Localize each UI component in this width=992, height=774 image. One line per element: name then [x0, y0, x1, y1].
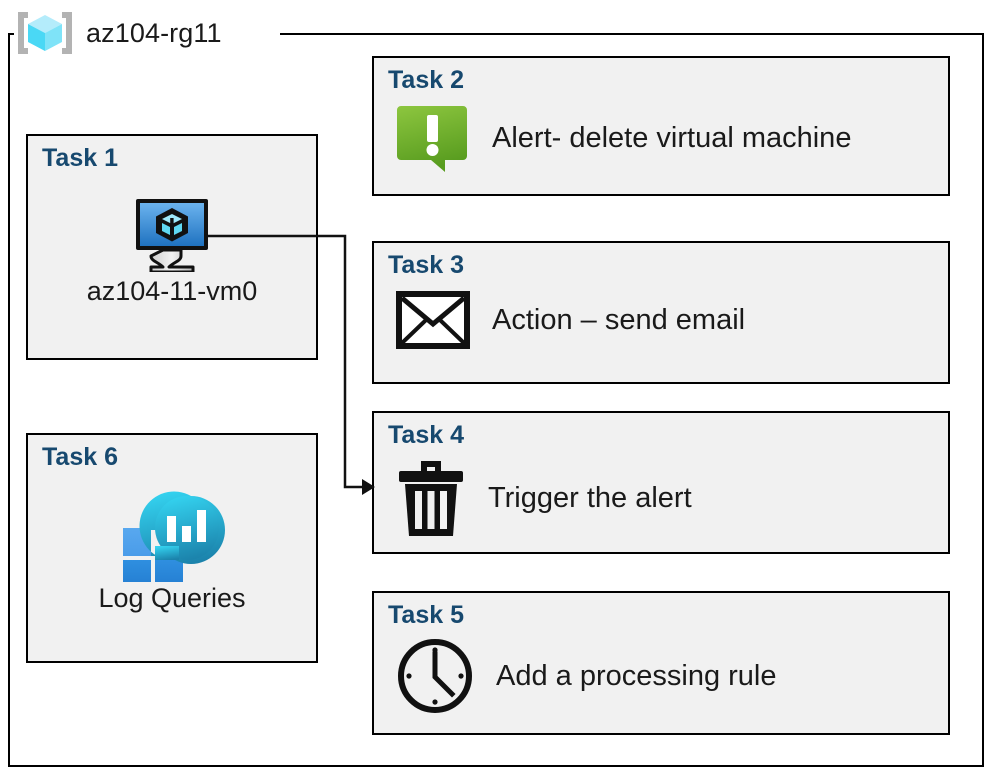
task2-label: Alert- delete virtual machine [492, 121, 852, 154]
resource-group-container [8, 33, 984, 767]
clock-icon [396, 637, 474, 715]
task1-label: az104-11-vm0 [86, 276, 258, 306]
task4-row: Trigger the alert [396, 457, 936, 539]
task6-card[interactable]: Task 6 [26, 433, 318, 663]
task6-icon-wrap [28, 490, 316, 582]
task5-title: Task 5 [388, 601, 464, 629]
task5-row: Add a processing rule [396, 637, 936, 715]
task5-card[interactable]: Task 5 Add a processing rule [372, 591, 950, 735]
alert-exclamation-icon [396, 102, 470, 174]
task2-row: Alert- delete virtual machine [396, 102, 936, 174]
task2-title: Task 2 [388, 66, 464, 94]
resource-group-cube-icon [14, 9, 76, 57]
task4-title: Task 4 [388, 421, 464, 449]
task2-card[interactable]: Task 2 Alert- delete virtual machine [372, 56, 950, 196]
task3-label: Action – send email [492, 303, 746, 336]
task1-title: Task 1 [42, 144, 118, 172]
task3-row: Action – send email [396, 291, 936, 349]
task4-card[interactable]: Task 4 Trigger the alert [372, 411, 950, 554]
trash-can-icon [396, 457, 466, 539]
task4-label: Trigger the alert [488, 481, 692, 514]
virtual-machine-icon [126, 196, 218, 272]
task1-card[interactable]: Task 1 [26, 134, 318, 360]
task3-card[interactable]: Task 3 Action – send email [372, 241, 950, 384]
task6-label: Log Queries [98, 583, 246, 613]
envelope-icon [396, 291, 470, 349]
task1-icon-wrap [28, 196, 316, 272]
log-analytics-icon [117, 490, 227, 582]
resource-group-name: az104-rg11 [86, 17, 222, 48]
task5-label: Add a processing rule [496, 659, 777, 692]
task6-title: Task 6 [42, 443, 118, 471]
resource-group-header: az104-rg11 [14, 6, 222, 60]
task3-title: Task 3 [388, 251, 464, 279]
